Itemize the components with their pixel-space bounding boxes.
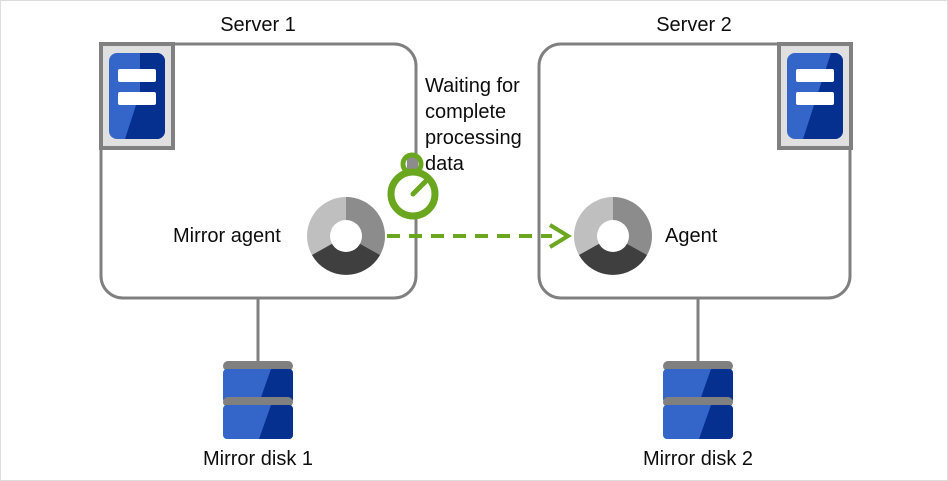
waiting-note-line-2: complete xyxy=(425,101,507,123)
agent-ring-icon xyxy=(574,197,652,275)
mirror-agent-label: Mirror agent xyxy=(173,225,281,247)
server-icon xyxy=(777,42,853,150)
mirror-disk-2-label: Mirror disk 2 xyxy=(642,448,753,470)
waiting-status-note: Waiting for complete processing data xyxy=(425,73,565,177)
mirror-disk-1-label: Mirror disk 1 xyxy=(202,448,313,470)
waiting-note-line-3: processing xyxy=(425,127,522,149)
disk-stack-icon xyxy=(663,361,733,439)
agent-label: Agent xyxy=(665,225,718,247)
waiting-note-line-4: data xyxy=(425,153,464,175)
server1-title: Server 1 xyxy=(220,14,296,36)
waiting-note-line-1: Waiting for xyxy=(425,75,520,97)
dashed-arrow-right-icon xyxy=(387,223,572,249)
server2-title: Server 2 xyxy=(656,14,732,36)
stopwatch-icon xyxy=(387,152,439,220)
disk-stack-icon xyxy=(223,361,293,439)
server-icon xyxy=(99,42,175,150)
agent-ring-icon xyxy=(307,197,385,275)
